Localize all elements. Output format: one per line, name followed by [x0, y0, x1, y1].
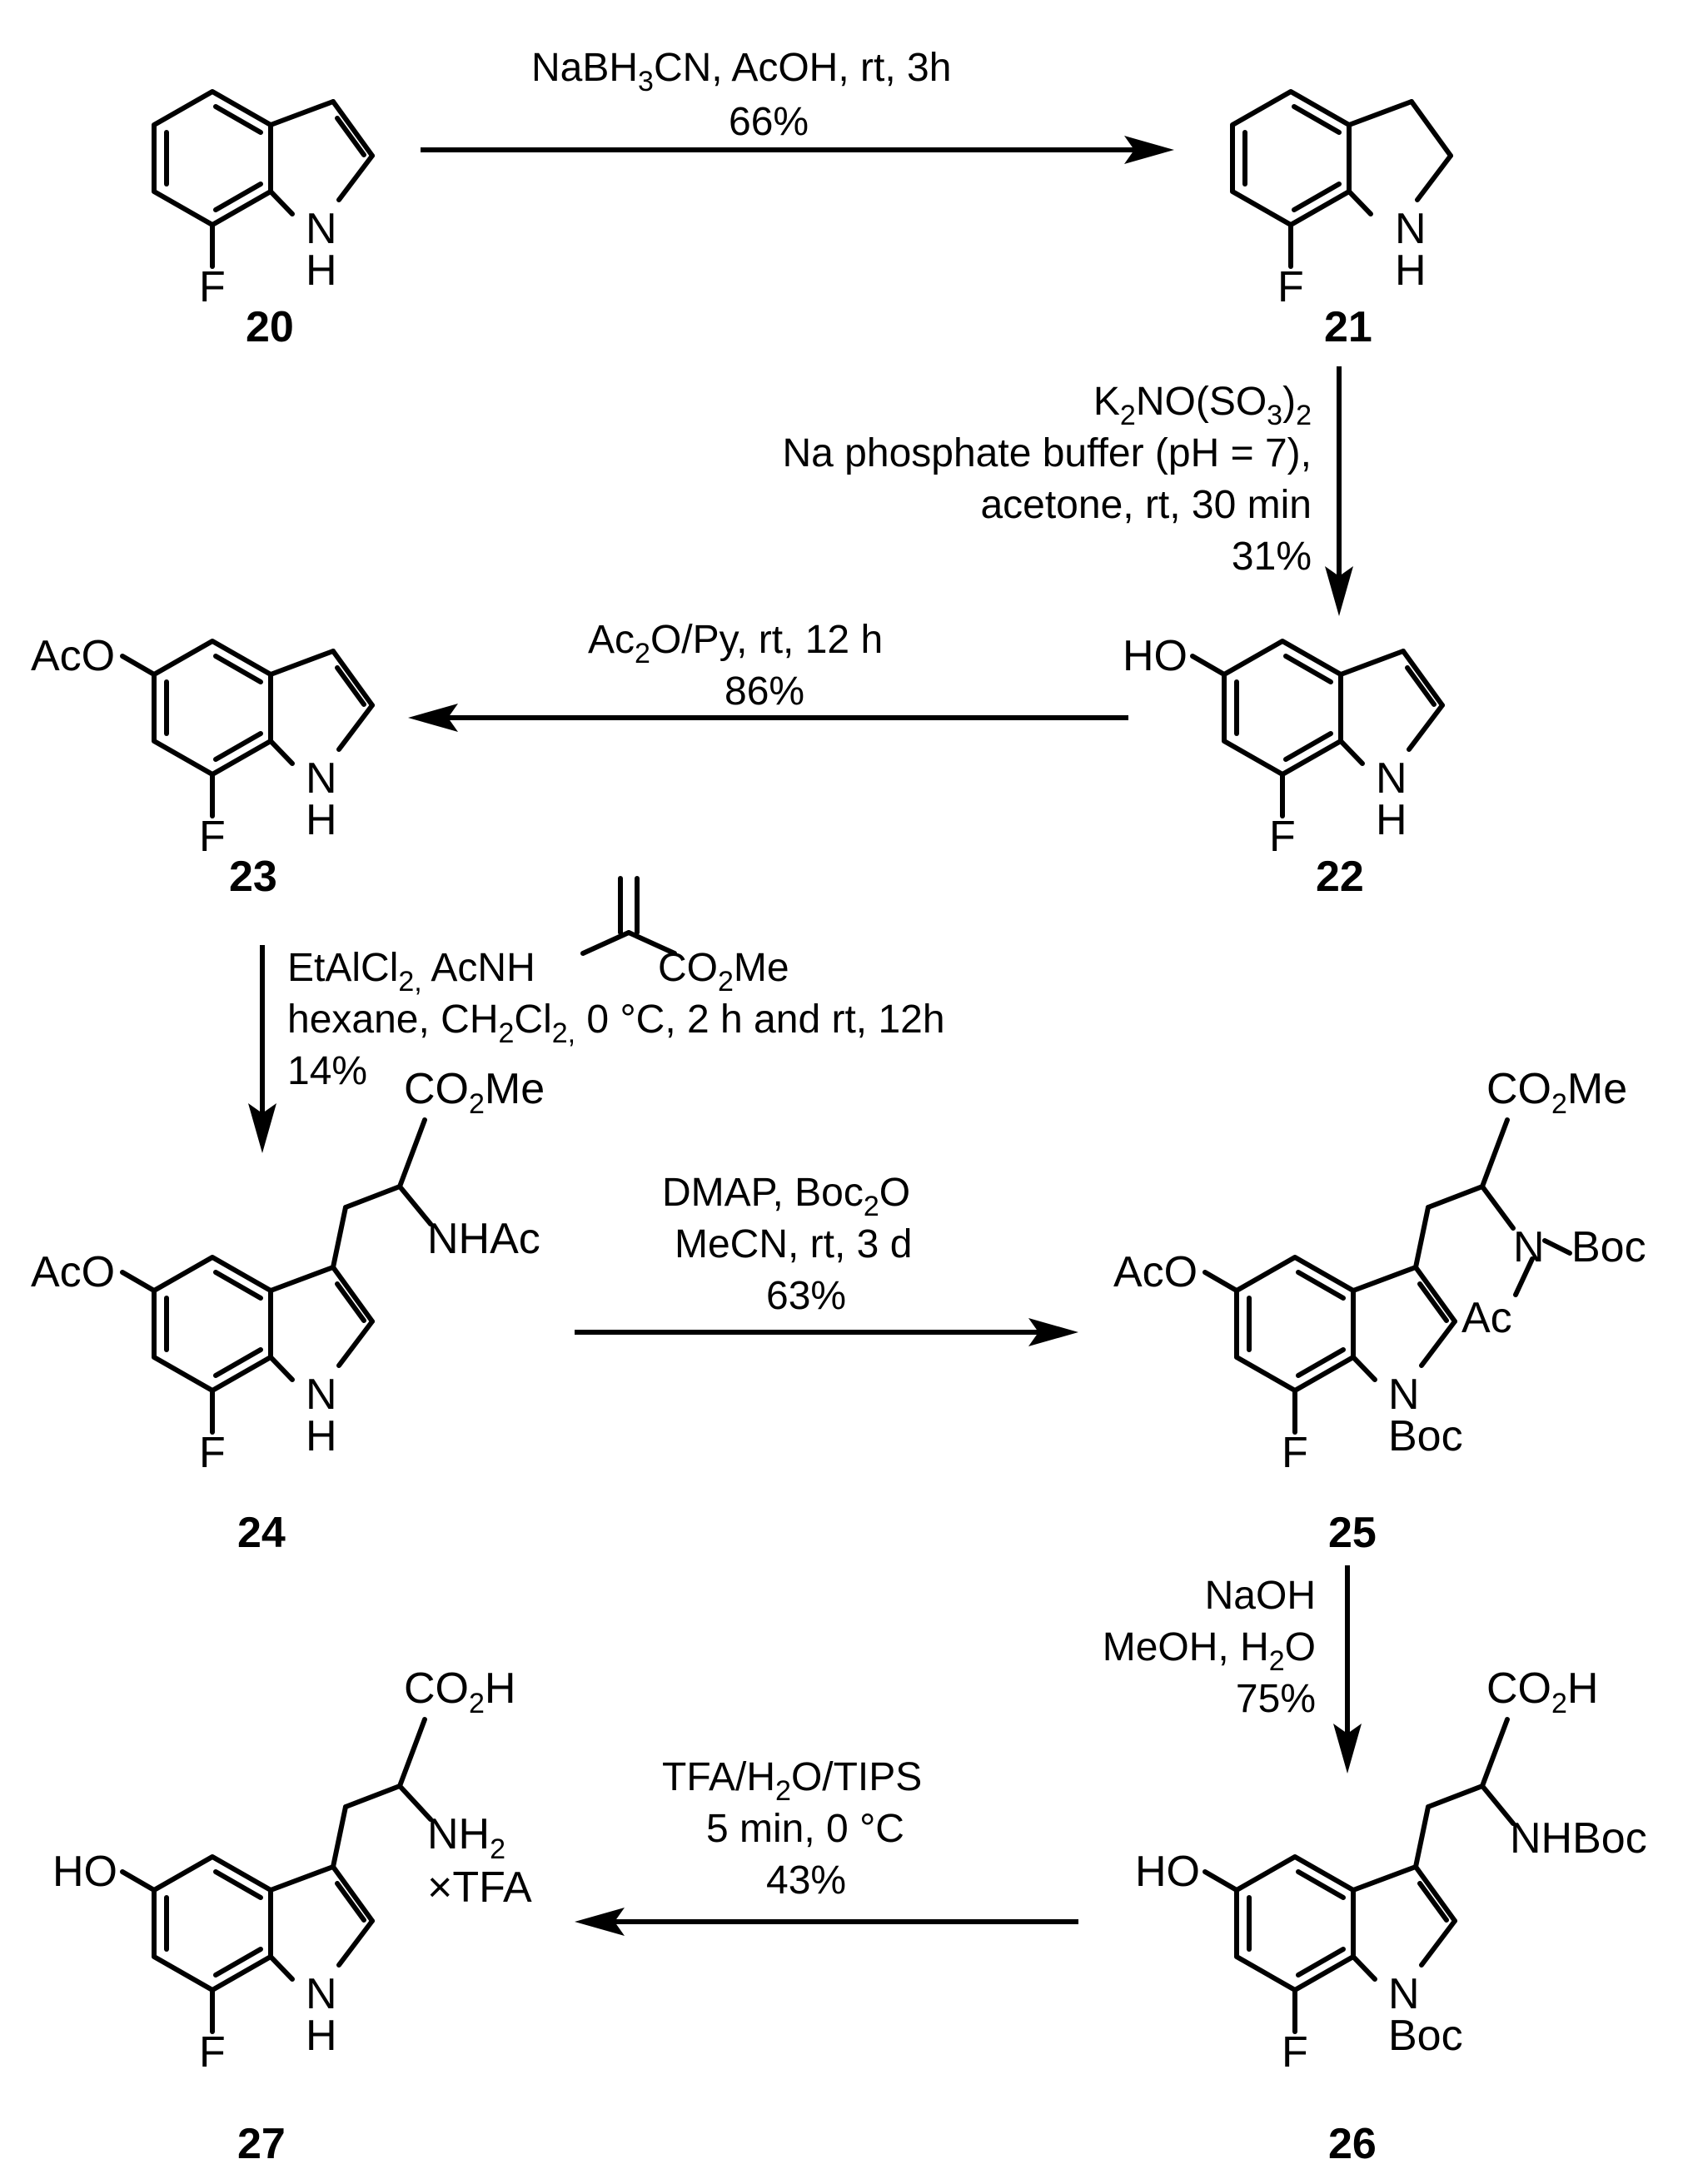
- compound-21: F N H 21: [1232, 92, 1451, 351]
- arrow-22-23: [408, 704, 1128, 732]
- tfa-salt-label: ×TFA: [427, 1863, 532, 1912]
- h-label: H: [1395, 246, 1427, 295]
- conditions-26-27-line1: TFA/H2O/TIPS: [662, 1755, 922, 1807]
- compound-24: AcO F N H CO2Me NHAc 24: [31, 1065, 545, 1557]
- fluoro-label: F: [1277, 263, 1304, 311]
- compound-20: F N H 20: [154, 92, 372, 351]
- nhboc-label: NHBoc: [1510, 1814, 1647, 1863]
- nh-label: N: [306, 1371, 337, 1419]
- conditions-20-21: NaBH3CN, AcOH, rt, 3h: [531, 46, 951, 97]
- fluoro-label: F: [1269, 813, 1296, 861]
- yield-24-25: 63%: [766, 1274, 846, 1318]
- ester-label: CO2Me: [404, 1065, 545, 1120]
- acetoxy-label: AcO: [1113, 1248, 1198, 1296]
- fluoro-label: F: [199, 2028, 226, 2077]
- conditions-25-26-line2: MeOH, H2O: [1103, 1625, 1316, 1677]
- arrow-23-24: [248, 945, 276, 1153]
- acetyl-label: Ac: [1461, 1294, 1512, 1342]
- nh-label: N: [306, 205, 337, 253]
- yield-26-27: 43%: [766, 1858, 846, 1903]
- fluoro-label: F: [1282, 1429, 1308, 1477]
- conditions-24-25-line2: MeCN, rt, 3 d: [675, 1222, 912, 1266]
- boc-label: Boc: [1388, 1412, 1463, 1460]
- acrylate-reagent: [580, 876, 677, 956]
- conditions-23-24-ester: CO2Me: [658, 946, 789, 997]
- conditions-21-22-line3: acetone, rt, 30 min: [980, 483, 1312, 527]
- conditions-25-26-line1: NaOH: [1205, 1574, 1316, 1618]
- acid-label: CO2H: [404, 1664, 515, 1719]
- compound-number: 24: [237, 1509, 286, 1557]
- nh-label: N: [306, 754, 337, 803]
- nh-label: N: [1376, 754, 1407, 803]
- compound-22: HO F N H 22: [1123, 632, 1442, 901]
- arrow-21-22: [1325, 366, 1353, 616]
- conditions-23-24-line1: EtAlCl2, AcNH: [287, 946, 535, 997]
- compound-number: 22: [1316, 853, 1364, 901]
- yield-23-24: 14%: [287, 1049, 367, 1093]
- compound-number: 27: [237, 2120, 286, 2168]
- yield-22-23: 86%: [724, 669, 804, 714]
- ester-label: CO2Me: [1486, 1065, 1627, 1120]
- fluoro-label: F: [199, 263, 226, 311]
- n-boc-nitrogen: N: [1513, 1223, 1545, 1271]
- nh-label: N: [306, 1970, 337, 2018]
- boc-label: Boc: [1388, 2012, 1463, 2060]
- fluoro-label: F: [1282, 2028, 1308, 2077]
- conditions-24-25-line1: DMAP, Boc2O: [662, 1171, 910, 1222]
- h-label: H: [306, 246, 337, 295]
- n-boc-label: Boc: [1571, 1223, 1646, 1271]
- arrow-24-25: [575, 1318, 1078, 1346]
- conditions-21-22-line2: Na phosphate buffer (pH = 7),: [782, 431, 1312, 475]
- h-label: H: [1376, 796, 1407, 844]
- nh-label: N: [1395, 205, 1427, 253]
- conditions-23-24-line2: hexane, CH2Cl2, 0 °C, 2 h and rt, 12h: [287, 997, 945, 1049]
- h-label: H: [306, 796, 337, 844]
- yield-21-22: 31%: [1232, 535, 1312, 579]
- yield-25-26: 75%: [1236, 1677, 1316, 1721]
- acetamide-label: NHAc: [427, 1215, 540, 1263]
- arrow-26-27: [575, 1908, 1078, 1936]
- fluoro-label: F: [199, 1429, 226, 1477]
- compound-number: 20: [246, 303, 294, 351]
- hydroxy-label: HO: [1135, 1848, 1200, 1896]
- h-label: H: [306, 1412, 337, 1460]
- compound-25: AcO F N Boc CO2Me N Boc Ac 25: [1113, 1065, 1646, 1557]
- hydroxy-label: HO: [1123, 632, 1188, 680]
- compound-number: 23: [229, 853, 277, 901]
- conditions-26-27-line2: 5 min, 0 °C: [706, 1807, 904, 1851]
- n-label: N: [1388, 1970, 1420, 2018]
- conditions-21-22-line1: K2NO(SO3)2: [1093, 380, 1312, 431]
- conditions-22-23: Ac2O/Py, rt, 12 h: [588, 618, 883, 669]
- arrow-20-21: [421, 136, 1174, 164]
- yield-20-21: 66%: [729, 100, 809, 144]
- h-label: H: [306, 2012, 337, 2060]
- compound-number: 25: [1328, 1509, 1377, 1557]
- compound-number: 26: [1328, 2120, 1377, 2168]
- n-label: N: [1388, 1371, 1420, 1419]
- amine-label: NH2: [427, 1810, 505, 1865]
- fluoro-label: F: [199, 813, 226, 861]
- compound-number: 21: [1324, 303, 1372, 351]
- hydroxy-label: HO: [52, 1848, 117, 1896]
- acid-label: CO2H: [1486, 1664, 1598, 1719]
- compound-27: HO F N H CO2H NH2 ×TFA 27: [52, 1664, 532, 2168]
- acetoxy-label: AcO: [31, 1248, 115, 1296]
- acetoxy-label: AcO: [31, 632, 115, 680]
- arrow-25-26: [1333, 1565, 1362, 1774]
- compound-26: HO F N Boc CO2H NHBoc 26: [1135, 1664, 1647, 2168]
- compound-23: AcO F N H 23: [31, 632, 372, 901]
